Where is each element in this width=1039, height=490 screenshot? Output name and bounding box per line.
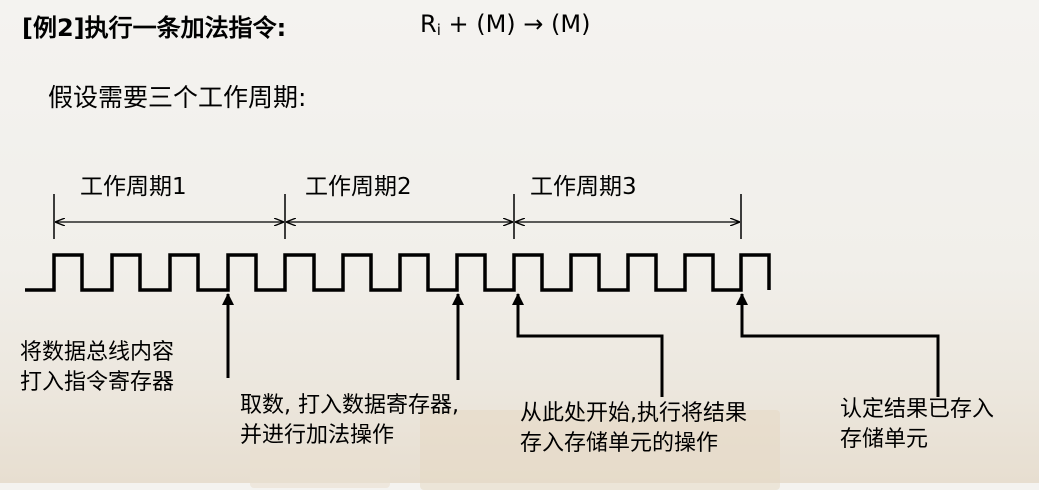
annotation-2-line-1: 取数, 打入数据寄存器, <box>240 393 459 418</box>
annotation-2-line-2: 并进行加法操作 <box>240 423 394 448</box>
annotation-1-line-2: 打入指令寄存器 <box>20 370 174 395</box>
annotation-3-line-2: 存入存储单元的操作 <box>520 431 718 456</box>
cycle-label-2: 工作周期2 <box>305 174 412 200</box>
formula-r: R <box>420 10 437 38</box>
annotation-4-line-1: 认定结果已存入 <box>840 397 994 422</box>
background-building-shape <box>250 448 390 488</box>
formula-r-subscript: i <box>436 21 441 39</box>
assumption-text: 假设需要三个工作周期: <box>48 83 307 112</box>
formula: Ri + (M) → (M) <box>420 10 590 39</box>
pointer-arrow-4 <box>736 293 940 397</box>
page-title: [例2]执行一条加法指令: <box>22 14 287 42</box>
formula-rest: + (M) → (M) <box>440 10 591 38</box>
annotation-1-line-1: 将数据总线内容 <box>20 340 174 365</box>
cycle-label-3: 工作周期3 <box>530 174 637 200</box>
clock-waveform <box>25 253 771 292</box>
annotation-3-line-1: 从此处开始,执行将结果 <box>520 401 747 426</box>
background-building-shape <box>420 410 780 490</box>
cycle-label-1: 工作周期1 <box>80 174 187 200</box>
pointer-arrow-3 <box>512 293 664 397</box>
annotation-4-line-2: 存储单元 <box>840 427 928 452</box>
